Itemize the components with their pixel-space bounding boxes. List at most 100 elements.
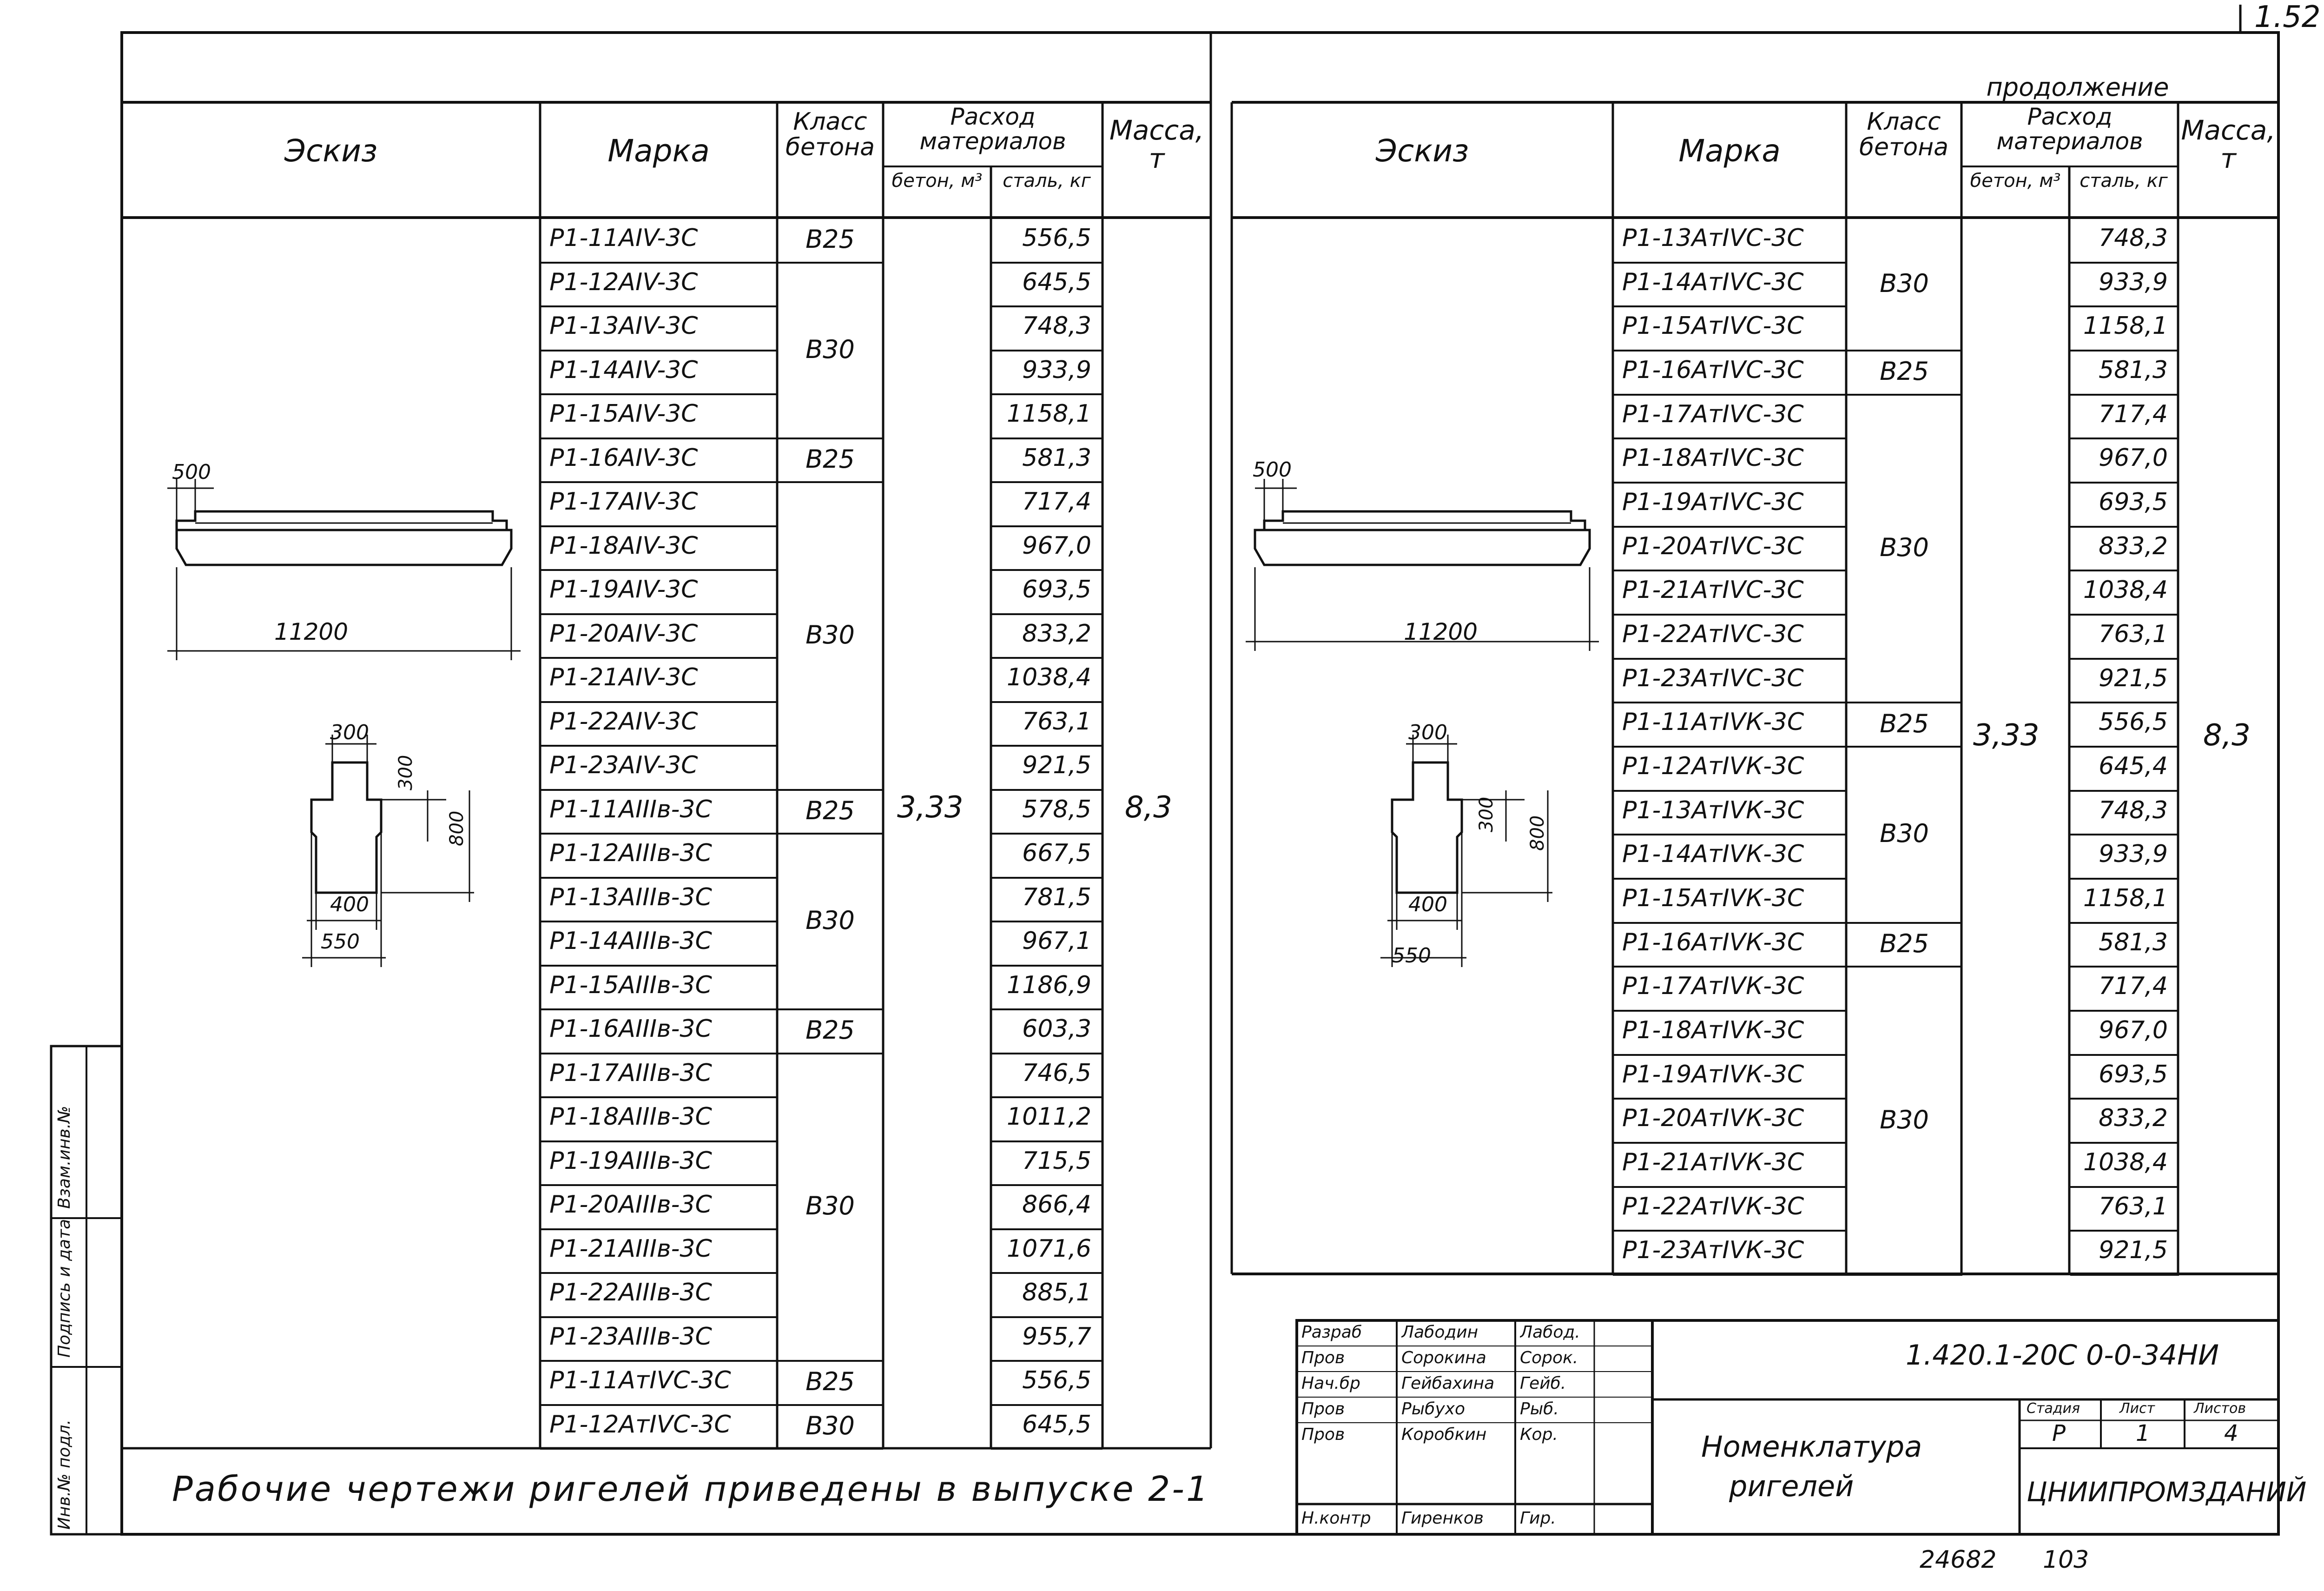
steel-cell: 967,1	[1022, 927, 1091, 955]
right-header-steel: сталь, кг	[2080, 170, 2168, 192]
title-block-name: Сорокина	[1401, 1348, 1486, 1367]
steel-cell: 1038,4	[2083, 576, 2168, 604]
marka-cell: Р1-11АтIVК-3С	[1622, 708, 1804, 736]
row-line	[2070, 570, 2179, 572]
steel-cell: 581,3	[2099, 356, 2168, 384]
marka-cell: Р1-17АIIIв-3С	[549, 1059, 712, 1087]
stage-label: Стадия	[2027, 1400, 2080, 1417]
marka-cell: Р1-12АIV-3С	[549, 268, 698, 296]
steel-cell: 833,2	[2099, 1104, 2168, 1133]
row-line	[991, 701, 1103, 703]
side-stamp-inv: Инв.№ подл.	[55, 1419, 74, 1530]
title-block-sign: Гир.	[1520, 1509, 1556, 1528]
row-line	[540, 393, 777, 395]
row-line	[540, 701, 777, 703]
left-dim-bottom: 550	[321, 930, 360, 954]
right-mass-value: 8,3	[2203, 718, 2251, 753]
title-block-name: Рыбухо	[1401, 1399, 1465, 1419]
row-line	[2070, 261, 2179, 264]
title-block-role: Разраб	[1301, 1323, 1362, 1342]
title-block-sign: Сорок.	[1520, 1348, 1578, 1367]
sheets-value: 4	[2224, 1420, 2238, 1446]
steel-cell: 715,5	[1022, 1147, 1091, 1175]
row-line	[540, 305, 777, 307]
steel-cell: 833,2	[1022, 619, 1091, 648]
steel-cell: 763,1	[1022, 707, 1091, 736]
steel-cell: 1038,4	[1007, 663, 1091, 691]
row-line	[2070, 702, 2179, 704]
marka-cell: Р1-18АIV-3С	[549, 531, 698, 560]
row-line	[2070, 745, 2179, 748]
row-line	[1613, 525, 1846, 528]
marka-cell: Р1-19АтIVС-3С	[1622, 488, 1804, 516]
concrete-class-cell: В25	[1880, 709, 1929, 738]
steel-cell: 781,5	[1022, 883, 1091, 911]
row-line	[540, 1404, 777, 1406]
row-line	[991, 437, 1103, 439]
row-line	[2070, 393, 2179, 396]
row-line	[991, 1228, 1103, 1230]
marka-cell: Р1-22АтIVС-3С	[1622, 620, 1804, 648]
steel-cell: 748,3	[1022, 312, 1091, 340]
left-header-steel: сталь, кг	[1003, 170, 1091, 192]
marka-cell: Р1-18АIIIв-3С	[549, 1103, 712, 1131]
row-line	[540, 833, 777, 835]
concrete-class-cell: В30	[1880, 1105, 1929, 1134]
row-line	[2070, 921, 2179, 924]
left-header-mark: Марка	[607, 133, 710, 169]
concrete-class-cell: В25	[1880, 928, 1929, 958]
row-line	[540, 481, 777, 483]
left-mass-value: 8,3	[1125, 790, 1172, 825]
marka-cell: Р1-19АIIIв-3С	[549, 1147, 712, 1175]
marka-cell: Р1-15АIIIв-3С	[549, 971, 712, 999]
steel-cell: 885,1	[1022, 1279, 1091, 1306]
row-line	[1613, 393, 1846, 396]
row-line	[991, 1096, 1103, 1098]
row-line	[2070, 1230, 2179, 1232]
steel-cell: 921,5	[1022, 751, 1091, 779]
row-line	[540, 437, 777, 439]
title-block-name: Лабодин	[1401, 1323, 1479, 1342]
row-line	[991, 305, 1103, 307]
class-group-line	[1846, 393, 1962, 396]
marka-cell: Р1-23АтIVС-3С	[1622, 664, 1804, 692]
row-line	[991, 1184, 1103, 1186]
row-line	[2070, 525, 2179, 528]
row-line	[1613, 702, 1846, 704]
row-line	[540, 921, 777, 922]
steel-cell: 1186,9	[1007, 971, 1091, 999]
row-line	[1613, 657, 1846, 660]
row-line	[1613, 481, 1846, 484]
steel-cell: 717,4	[2099, 972, 2168, 1001]
concrete-class-cell: В25	[805, 225, 855, 254]
class-group-line	[1846, 921, 1962, 924]
marka-cell: Р1-16АIV-3С	[549, 444, 698, 472]
steel-cell: 556,5	[1022, 1366, 1091, 1394]
title-block-sign: Гейб.	[1520, 1374, 1566, 1393]
concrete-class-cell: В25	[805, 1367, 855, 1397]
doc-title-line1: Номенклатура	[1701, 1430, 1922, 1464]
row-line	[991, 393, 1103, 395]
marka-cell: Р1-15АтIVС-3С	[1622, 312, 1804, 340]
marka-cell: Р1-14АтIVС-3С	[1622, 268, 1804, 296]
row-line	[540, 1140, 777, 1142]
marka-cell: Р1-14АIIIв-3С	[549, 927, 712, 955]
steel-cell: 667,5	[1022, 839, 1091, 867]
right-dim-overhang: 500	[1253, 458, 1292, 482]
left-header-sketch: Эскиз	[284, 133, 378, 169]
doc-title-line2: ригелей	[1729, 1469, 1854, 1503]
marka-cell: Р1-20АтIVК-3С	[1622, 1104, 1804, 1133]
row-line	[2070, 1141, 2179, 1144]
title-block-sign: Лабод.	[1520, 1323, 1580, 1342]
marka-cell: Р1-19АтIVК-3С	[1622, 1060, 1804, 1088]
steel-cell: 645,4	[2099, 752, 2168, 780]
footer-note: Рабочие чертежи ригелей приведены в выпу…	[172, 1469, 1210, 1509]
row-line	[540, 964, 777, 967]
left-dim-length: 11200	[274, 618, 349, 645]
row-line	[540, 1052, 777, 1054]
concrete-class-cell: В30	[805, 906, 855, 935]
bottom-number-left: 24682	[1920, 1546, 1997, 1574]
row-line	[1613, 1186, 1846, 1188]
steel-cell: 581,3	[2099, 928, 2168, 956]
